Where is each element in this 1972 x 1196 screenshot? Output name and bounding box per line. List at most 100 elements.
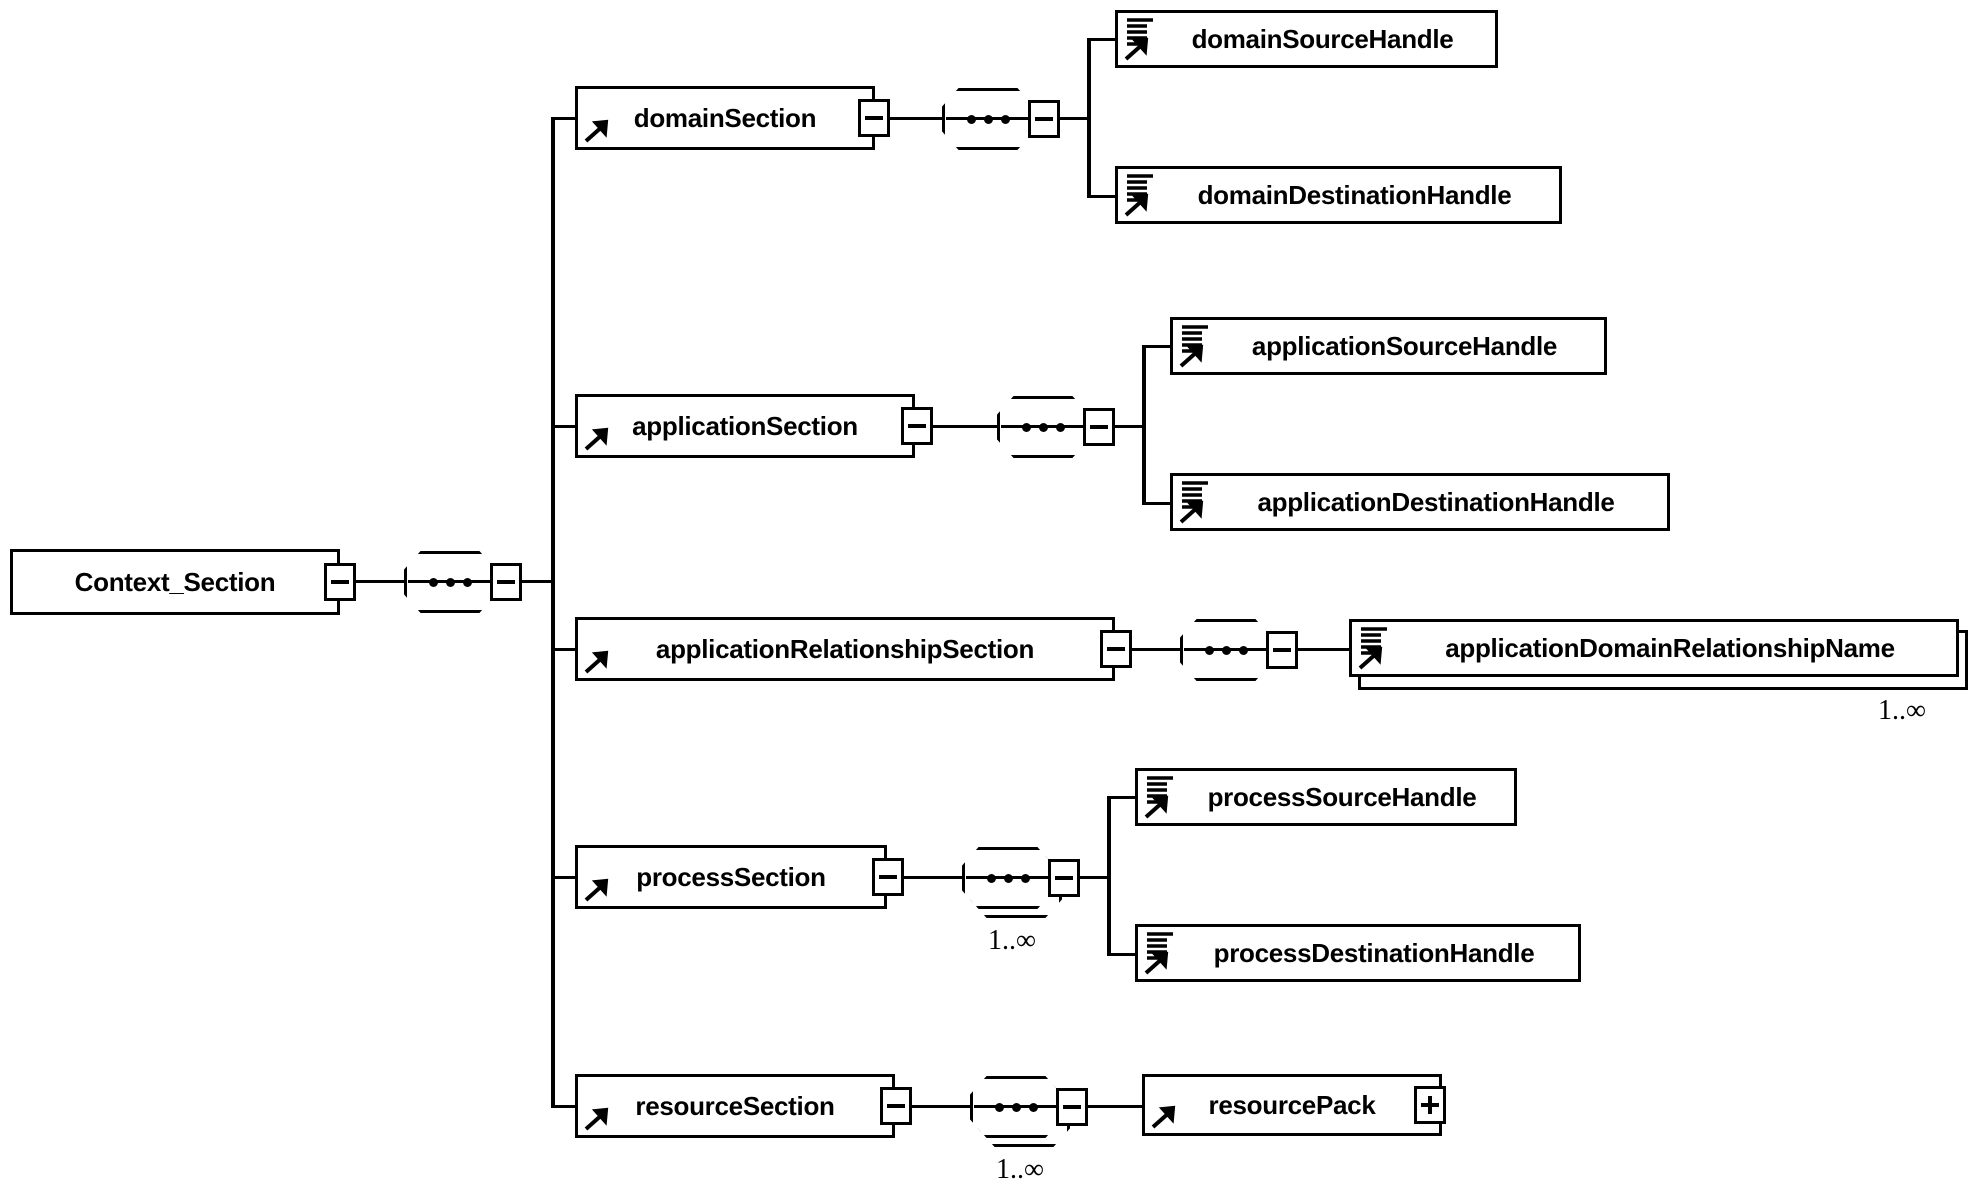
connector-process-child-1 xyxy=(1107,796,1137,799)
connector-resource-to-seq xyxy=(912,1105,972,1108)
branch-vertical-process xyxy=(1107,796,1111,956)
node-label: applicationRelationshipSection xyxy=(655,634,1035,664)
sequence-compositor-application[interactable] xyxy=(997,396,1089,458)
element-arrow-icon xyxy=(584,878,609,902)
toggle-application-relationship-section[interactable] xyxy=(1100,630,1132,668)
node-application-relationship-section[interactable]: applicationRelationshipSection xyxy=(575,617,1115,681)
toggle-application-sequence[interactable] xyxy=(1083,408,1115,446)
node-label: processDestinationHandle xyxy=(1213,938,1535,968)
minus-icon xyxy=(865,116,883,120)
minus-icon xyxy=(887,1104,905,1108)
toggle-domain-sequence[interactable] xyxy=(1028,100,1060,138)
toggle-domain-section[interactable] xyxy=(858,99,890,137)
connector-domain-child-2 xyxy=(1087,195,1117,198)
connector-trunk-process xyxy=(551,876,577,879)
node-domain-section[interactable]: domainSection xyxy=(575,86,875,150)
node-label: applicationDomainRelationshipName xyxy=(1445,633,1895,663)
connector-trunk-domain xyxy=(551,117,577,120)
minus-icon xyxy=(908,424,926,428)
sequence-compositor-root[interactable] xyxy=(404,551,496,613)
sequence-compositor-apprel[interactable] xyxy=(1180,619,1272,681)
sequence-dots-icon xyxy=(997,396,1089,458)
text-lines-icon xyxy=(1182,325,1208,353)
node-label: applicationSection xyxy=(632,411,858,441)
connector-trunk-apprel xyxy=(551,648,577,651)
minus-icon xyxy=(1035,117,1053,121)
connector-domain-child-1 xyxy=(1087,38,1117,41)
toggle-apprel-sequence[interactable] xyxy=(1266,631,1298,669)
toggle-process-sequence[interactable] xyxy=(1048,859,1080,897)
connector-process-child-2 xyxy=(1107,953,1137,956)
text-lines-icon xyxy=(1147,932,1173,960)
node-label: resourcePack xyxy=(1208,1090,1376,1120)
connector-application-seq-out xyxy=(1115,425,1145,428)
element-arrow-icon xyxy=(584,650,609,674)
node-process-destination-handle[interactable]: processDestinationHandle xyxy=(1135,924,1581,982)
connector-seq-to-trunk xyxy=(522,580,554,583)
sequence-compositor-resource[interactable] xyxy=(970,1076,1070,1147)
minus-icon xyxy=(1107,647,1125,651)
sequence-dots-icon xyxy=(962,847,1054,909)
text-lines-icon xyxy=(1361,627,1387,655)
sequence-dots-icon xyxy=(942,88,1034,150)
toggle-resource-sequence[interactable] xyxy=(1056,1088,1088,1126)
connector-domain-to-seq xyxy=(890,117,944,120)
toggle-process-section[interactable] xyxy=(872,858,904,896)
node-domain-source-handle[interactable]: domainSourceHandle xyxy=(1115,10,1498,68)
node-label: resourceSection xyxy=(635,1091,835,1121)
minus-icon xyxy=(1063,1105,1081,1109)
branch-vertical-application xyxy=(1142,345,1146,505)
text-lines-icon xyxy=(1147,776,1173,804)
connector-process-seq-out xyxy=(1080,876,1110,879)
node-label: domainSection xyxy=(633,103,817,133)
node-label: processSourceHandle xyxy=(1207,782,1477,812)
plus-icon-vertical xyxy=(1428,1096,1432,1114)
toggle-resource-section[interactable] xyxy=(880,1087,912,1125)
node-application-domain-relationship-name[interactable]: applicationDomainRelationshipName xyxy=(1349,619,1959,677)
minus-icon xyxy=(879,875,897,879)
connector-application-to-seq xyxy=(933,425,999,428)
sequence-dots-icon xyxy=(404,551,496,613)
text-lines-icon xyxy=(1182,481,1208,509)
minus-icon xyxy=(331,580,349,584)
node-resource-section[interactable]: resourceSection xyxy=(575,1074,895,1138)
sequence-dots-icon xyxy=(970,1076,1062,1138)
toggle-application-section[interactable] xyxy=(901,407,933,445)
sequence-compositor-domain[interactable] xyxy=(942,88,1034,150)
element-arrow-icon xyxy=(1151,1105,1176,1129)
node-process-section[interactable]: processSection xyxy=(575,845,887,909)
node-label: domainDestinationHandle xyxy=(1197,180,1512,210)
node-label: applicationSourceHandle xyxy=(1251,331,1558,361)
node-context-section[interactable]: Context_Section xyxy=(10,549,340,615)
minus-icon xyxy=(1273,648,1291,652)
connector-application-child-1 xyxy=(1142,345,1172,348)
node-label: domainSourceHandle xyxy=(1191,24,1454,54)
node-application-section[interactable]: applicationSection xyxy=(575,394,915,458)
node-resource-pack[interactable]: resourcePack xyxy=(1142,1074,1442,1136)
node-domain-destination-handle[interactable]: domainDestinationHandle xyxy=(1115,166,1562,224)
node-label: applicationDestinationHandle xyxy=(1257,487,1615,517)
connector-application-child-2 xyxy=(1142,502,1172,505)
occurrence-label-resource-sequence: 1..∞ xyxy=(996,1154,1044,1185)
minus-icon xyxy=(1055,876,1073,880)
connector-domain-seq-out xyxy=(1060,117,1090,120)
toggle-resource-pack[interactable] xyxy=(1414,1086,1446,1124)
occurrence-label-apprel-child: 1..∞ xyxy=(1878,695,1926,726)
connector-trunk-resource xyxy=(551,1105,577,1108)
branch-vertical-domain xyxy=(1087,38,1091,198)
connector-process-to-seq xyxy=(904,876,964,879)
node-application-destination-handle[interactable]: applicationDestinationHandle xyxy=(1170,473,1670,531)
trunk-vertical-line xyxy=(551,118,555,1108)
connector-trunk-application xyxy=(551,425,577,428)
node-application-source-handle[interactable]: applicationSourceHandle xyxy=(1170,317,1607,375)
connector-resource-seq-out xyxy=(1088,1105,1144,1108)
toggle-root-sequence[interactable] xyxy=(490,563,522,601)
connector-apprel-seq-out xyxy=(1298,648,1352,651)
connector-apprel-to-seq xyxy=(1132,648,1182,651)
element-arrow-icon xyxy=(584,119,609,143)
toggle-context-section[interactable] xyxy=(324,563,356,601)
node-process-source-handle[interactable]: processSourceHandle xyxy=(1135,768,1517,826)
occurrence-label-process-sequence: 1..∞ xyxy=(988,925,1036,956)
sequence-compositor-process[interactable] xyxy=(962,847,1062,918)
